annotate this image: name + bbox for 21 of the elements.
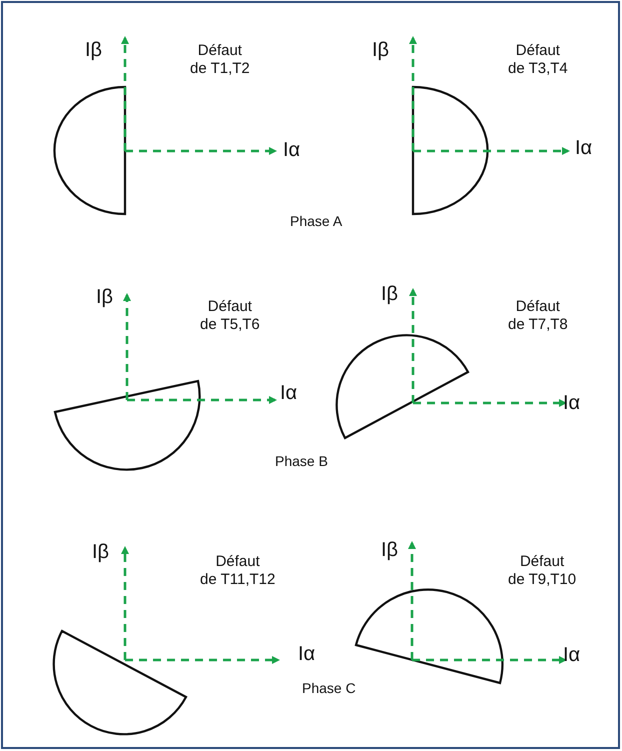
axis-label: Iβ <box>96 285 114 309</box>
axis-label: Iα <box>298 642 316 666</box>
phase-label: Phase A <box>290 213 342 230</box>
axis-label: Iβ <box>85 38 102 62</box>
axis-label: Iα <box>563 391 580 415</box>
axis-label: Iα <box>283 138 300 162</box>
axis-label: Iα <box>280 381 298 405</box>
fault-label: Défaut de T3,T4 <box>508 42 568 78</box>
fault-label: Défaut de T1,T2 <box>190 42 250 78</box>
axis-label: Iβ <box>92 540 110 564</box>
phase-label: Phase B <box>275 453 328 470</box>
axis-label: Iα <box>563 643 580 667</box>
axis-label: Iβ <box>372 38 390 62</box>
fault-label: Défaut de T11,T12 <box>200 553 276 589</box>
axis-label: Iα <box>575 136 592 160</box>
fault-label: Défaut de T5,T6 <box>200 298 260 334</box>
fault-label: Défaut de T7,T8 <box>508 298 568 334</box>
axis-label: Iβ <box>381 538 398 562</box>
fault-label: Défaut de T9,T10 <box>508 553 576 589</box>
axis-label: Iβ <box>381 282 398 306</box>
phase-label: Phase C <box>302 680 356 697</box>
